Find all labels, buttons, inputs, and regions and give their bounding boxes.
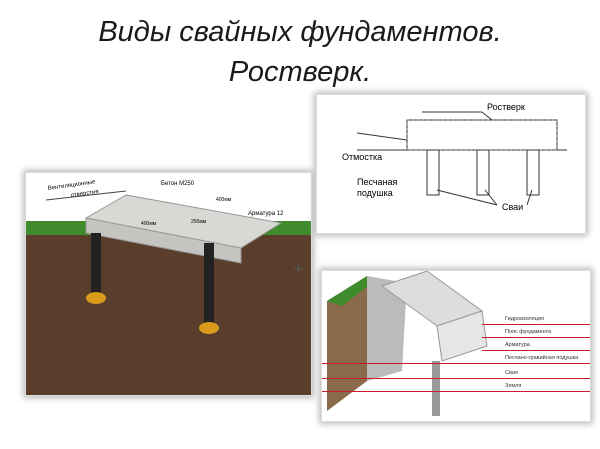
component-label: Песчано-гравийная подушка [505, 355, 579, 361]
component-label: Пояс фундамента [505, 329, 552, 335]
sand-label-2: подушка [357, 188, 393, 198]
top-right-grillage-diagram: Ростверк Отмостка Песчаная подушка Сваи [316, 94, 586, 234]
slide-title-line1: Виды свайных фундаментов. [98, 16, 502, 48]
leader-line [322, 378, 590, 379]
piles-label: Сваи [502, 202, 523, 212]
component-label: Гидроизоляция [505, 316, 544, 322]
sand-label-1: Песчаная [357, 177, 398, 187]
component-label: Свая [505, 370, 518, 376]
component-label: Земля [505, 383, 522, 389]
rebar-label: Арматура 12 [248, 211, 284, 217]
slide-title-line2: Ростверк. [228, 56, 372, 88]
leader-line [482, 350, 590, 351]
leader-line [322, 363, 590, 364]
vent-label-2: отверстия [70, 189, 99, 199]
dim-height: 400мм [141, 221, 157, 227]
component-label: Арматура [505, 342, 530, 348]
concrete-label: Бетон М250 [161, 181, 195, 187]
dim-width: 250мм [191, 219, 207, 225]
left-pile-foundation-diagram: Вентиляционные отверстия Бетон М250 400м… [25, 172, 312, 396]
leader-line [322, 391, 590, 392]
leader-line [482, 337, 590, 338]
blind-area-label: Отмостка [342, 152, 382, 162]
plus-sign: + [293, 259, 304, 279]
vent-leader [45, 190, 127, 201]
leader-line [482, 324, 590, 325]
dim-top: 400мм [216, 197, 232, 203]
grillage-label: Ростверк [487, 102, 525, 112]
